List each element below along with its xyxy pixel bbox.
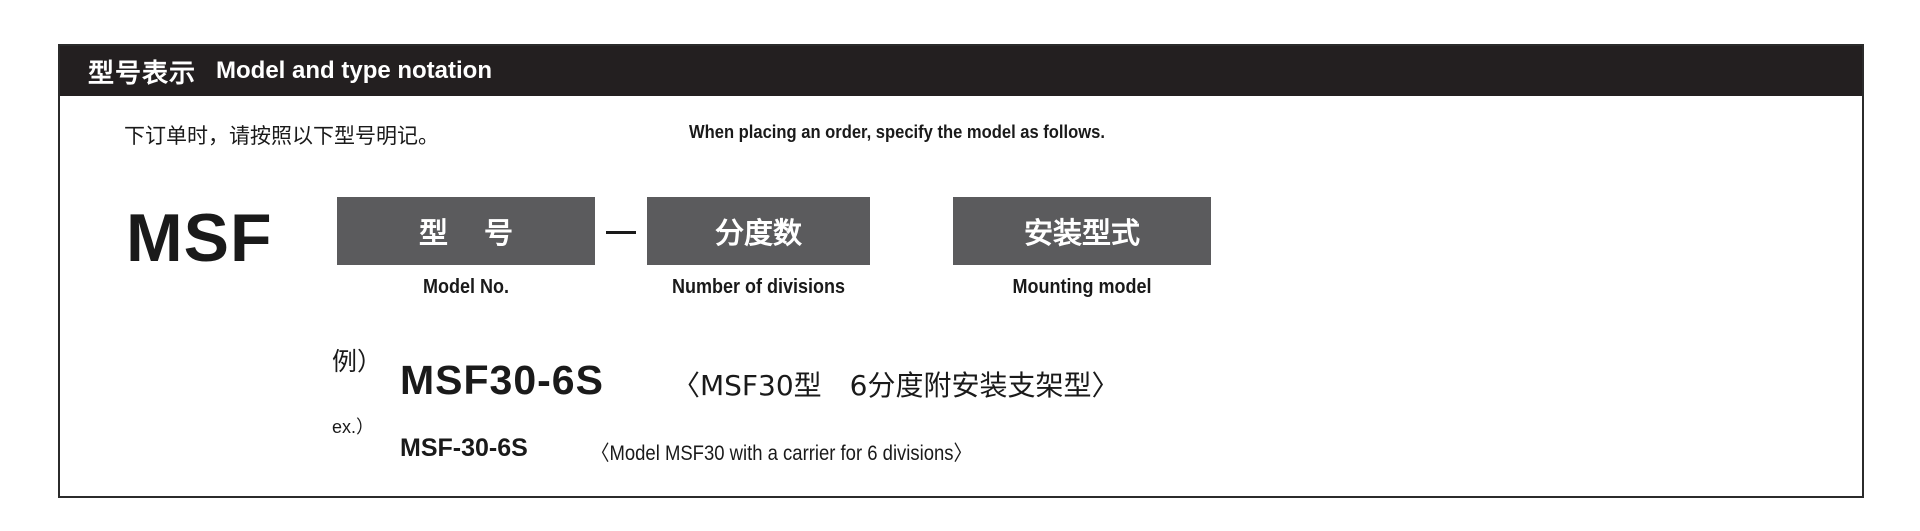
example-en-code: MSF-30-6S [400, 434, 528, 462]
model-notation-panel: 型号表示 Model and type notation 下订单时，请按照以下型… [58, 44, 1864, 498]
segment-divisions: 分度数 [647, 197, 870, 265]
example-cn-code: MSF30-6S [400, 357, 604, 403]
segment-mounting: 安装型式 [953, 197, 1211, 265]
separator-dash [606, 231, 636, 234]
example-cn-description: 〈MSF30型 6分度附安装支架型〉 [672, 369, 1120, 402]
example-cn-mark: 例） [332, 347, 383, 376]
segment-model-no-caption: Model No. [422, 276, 509, 298]
header-title-en: Model and type notation [216, 57, 493, 84]
example-en-description: 〈Model MSF30 with a carrier for 6 divisi… [591, 442, 973, 465]
model-prefix: MSF [126, 200, 273, 276]
segment-divisions-caption: Number of divisions [671, 276, 846, 298]
segment-mounting-caption: Mounting model [1012, 276, 1152, 298]
example-en-mark: ex.） [332, 417, 375, 437]
intro-text-cn: 下订单时，请按照以下型号明记。 [124, 124, 439, 148]
segment-model-no: 型号 [337, 197, 595, 265]
header-title-cn: 型号表示 [88, 58, 197, 89]
panel-header: 型号表示 Model and type notation [60, 46, 1862, 96]
intro-text-en: When placing an order, specify the model… [689, 122, 1105, 142]
